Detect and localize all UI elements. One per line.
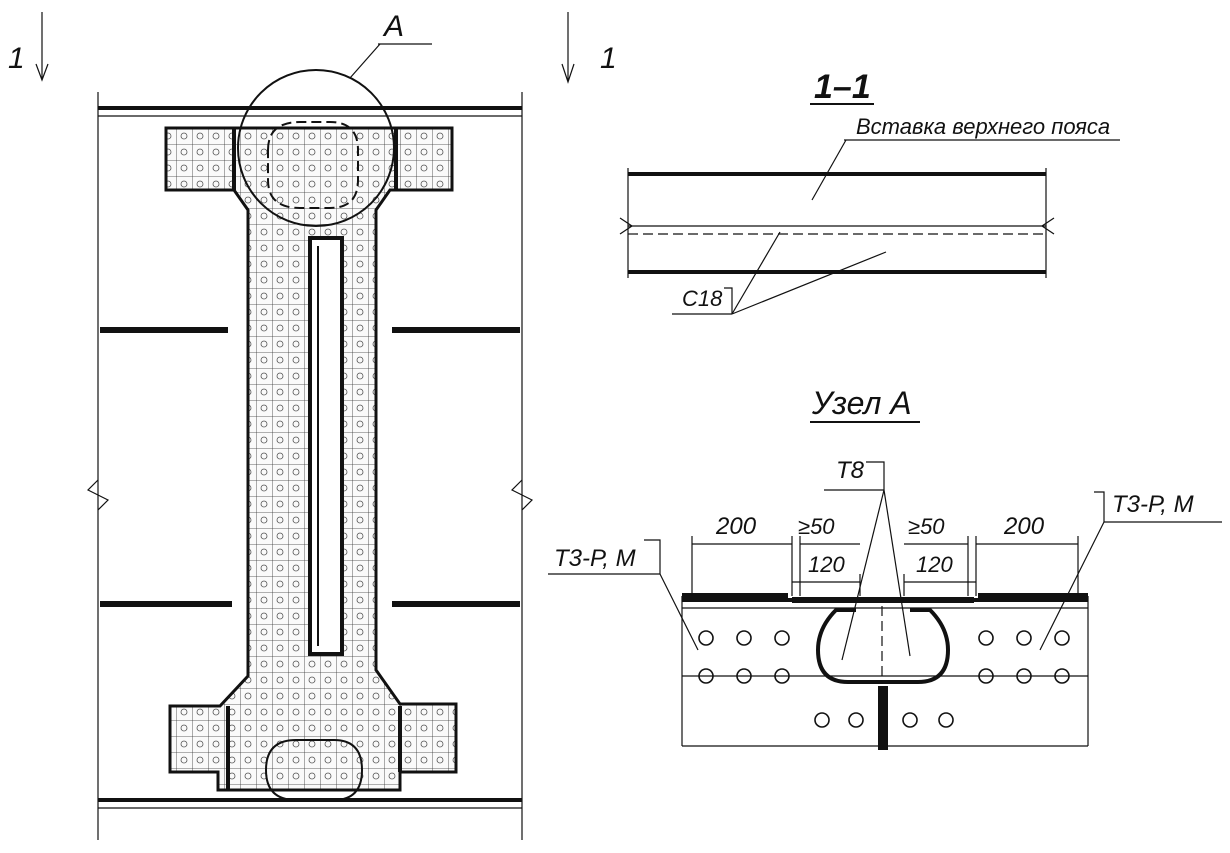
node-bolt — [848, 712, 864, 728]
node-cutout — [815, 608, 951, 684]
dim-left-ge50: ≥50 — [798, 514, 835, 539]
insert-label-leader — [811, 139, 847, 201]
weld-c18-leader-2 — [731, 251, 887, 315]
dim-left-120: 120 — [808, 552, 845, 577]
dim-right-ge50: ≥50 — [908, 514, 945, 539]
detail-label-a: A — [382, 10, 404, 43]
central-slot — [308, 236, 344, 656]
node-bolt — [774, 630, 790, 646]
dim-left-200: 200 — [715, 513, 757, 540]
weld-left-leader — [659, 573, 699, 651]
weld-right-bracket — [1094, 491, 1105, 522]
dim-right-120: 120 — [916, 552, 953, 577]
weld-left-bracket — [644, 539, 661, 574]
node-bolt — [1054, 630, 1070, 646]
node-bolt — [1054, 668, 1070, 684]
weld-left-label: Т3-Р, М — [554, 545, 636, 572]
weld-t8-label: Т8 — [836, 457, 865, 484]
node-bolt — [698, 630, 714, 646]
section-1-1: 1–1 Вставка верхнего пояса С18 — [619, 68, 1120, 315]
node-bolt — [736, 668, 752, 684]
weld-t8-leader-2 — [883, 489, 911, 657]
weld-c18-bracket — [724, 287, 733, 314]
node-web-stem — [878, 686, 888, 750]
weld-c18-label: С18 — [682, 286, 723, 311]
insert-label: Вставка верхнего пояса — [856, 114, 1110, 139]
node-a-view: Узел А — [548, 385, 1222, 750]
break-mark-right — [510, 479, 534, 511]
break-left-section — [619, 217, 634, 235]
node-title: Узел А — [811, 385, 912, 421]
weld-right-label: Т3-Р, М — [1112, 491, 1194, 518]
node-bolt — [1016, 630, 1032, 646]
section-arrowhead-left — [35, 63, 49, 82]
node-bolt-group — [698, 630, 1070, 728]
weld-c18-leader-1 — [731, 231, 781, 315]
node-bolt — [978, 668, 994, 684]
weld-right-leader — [1039, 521, 1105, 651]
node-bolt — [736, 630, 752, 646]
section-arrowhead-right — [561, 63, 575, 84]
detail-circle-a — [237, 69, 395, 227]
node-bolt — [1016, 668, 1032, 684]
section-title: 1–1 — [814, 68, 871, 106]
top-cutout-dashed — [267, 121, 359, 209]
section-mark-left: 1 — [8, 42, 25, 75]
detail-leader-a — [349, 43, 381, 79]
node-bolt — [774, 668, 790, 684]
node-dimensions — [691, 536, 1079, 596]
break-right-section — [1040, 217, 1055, 235]
plan-view: 1 1 A — [8, 10, 617, 840]
dim-right-200: 200 — [1003, 513, 1045, 540]
node-bolt — [902, 712, 918, 728]
node-bolt — [938, 712, 954, 728]
break-mark-left — [86, 479, 110, 511]
section-mark-right: 1 — [600, 42, 617, 75]
node-bolt — [978, 630, 994, 646]
bottom-cutout — [264, 739, 364, 801]
weld-t8-bracket — [866, 461, 885, 490]
node-bolt — [698, 668, 714, 684]
weld-t8-leader-1 — [841, 489, 885, 661]
node-bolt — [814, 712, 830, 728]
